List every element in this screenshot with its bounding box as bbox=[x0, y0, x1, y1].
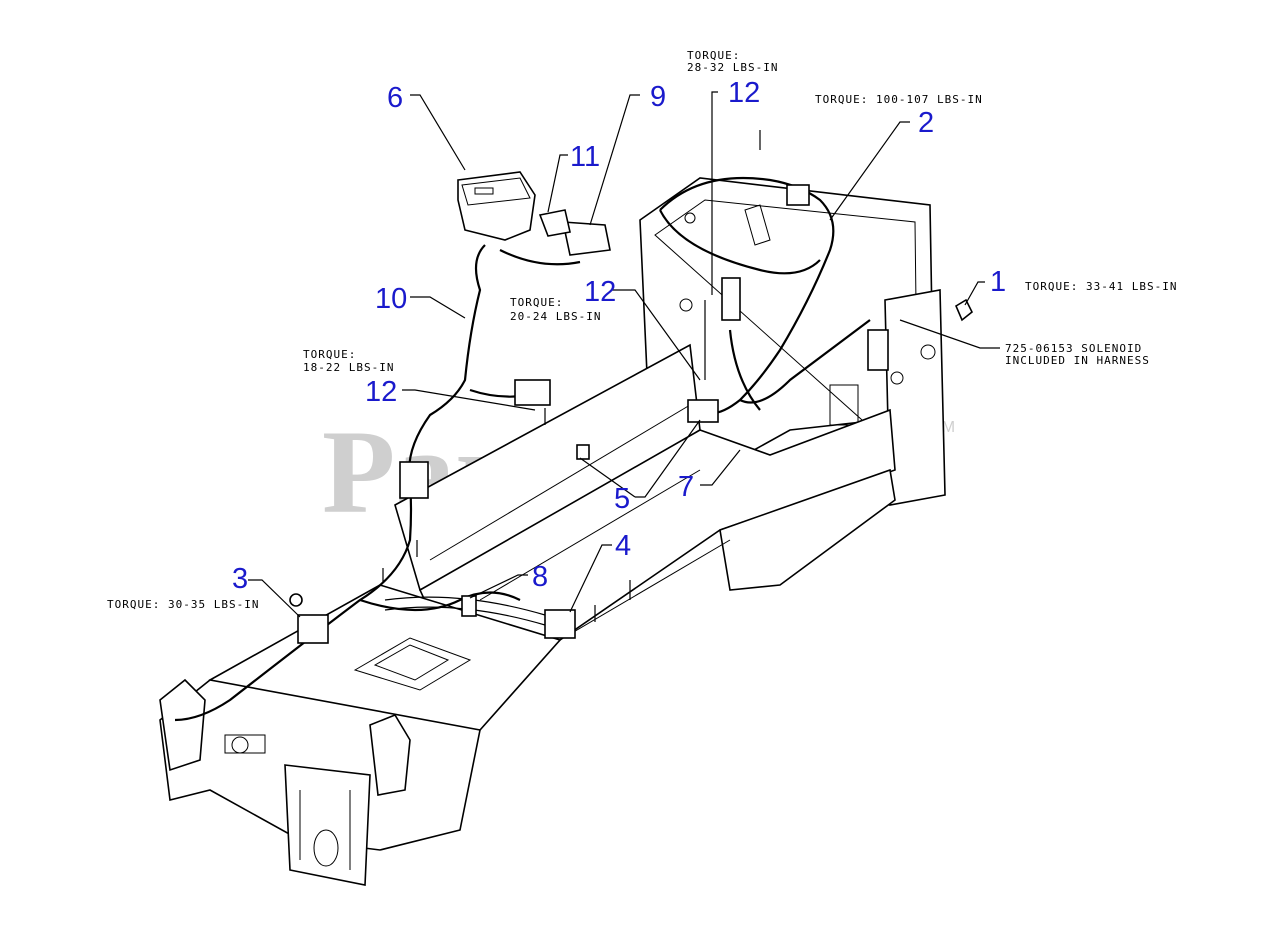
relay bbox=[561, 221, 611, 256]
fuse-holder bbox=[721, 277, 741, 321]
components bbox=[289, 130, 974, 644]
callout-11: 11 bbox=[570, 141, 600, 173]
note-torque-18-22-l2: 18-22 LBS-IN bbox=[303, 361, 394, 374]
note-torque-18-22-l1: TORQUE: bbox=[303, 348, 356, 361]
callout-4: 4 bbox=[615, 530, 631, 562]
left-bracket bbox=[159, 678, 206, 772]
connector-5b bbox=[576, 444, 590, 460]
wire-harness bbox=[174, 176, 871, 722]
clip-8 bbox=[461, 595, 477, 617]
ignition-switch bbox=[457, 171, 536, 241]
right-bracket bbox=[369, 714, 411, 796]
switch-4 bbox=[544, 609, 576, 639]
hitch-plate bbox=[284, 764, 371, 886]
callout-9: 9 bbox=[650, 81, 666, 113]
note-torque-20-24-l2: 20-24 LBS-IN bbox=[510, 310, 601, 323]
note-solenoid-l2: INCLUDED IN HARNESS bbox=[1005, 354, 1150, 367]
callout-3: 3 bbox=[232, 563, 248, 595]
leader-lines bbox=[248, 91, 1000, 618]
relay-bracket bbox=[538, 209, 571, 237]
connector-2 bbox=[786, 184, 810, 206]
callout-6: 6 bbox=[387, 82, 403, 114]
callout-8: 8 bbox=[532, 561, 548, 593]
callout-12-top: 12 bbox=[728, 77, 760, 109]
note-torque-20-24-l1: TORQUE: bbox=[510, 296, 563, 309]
note-torque-30-35: TORQUE: 30-35 LBS-IN bbox=[107, 598, 259, 611]
callout-7: 7 bbox=[678, 471, 694, 503]
frame-drawing bbox=[159, 177, 946, 886]
connector-5 bbox=[514, 379, 551, 406]
note-solenoid-l1: 725-06153 SOLENOID bbox=[1005, 342, 1142, 355]
inline-connector bbox=[399, 461, 429, 499]
callout-5: 5 bbox=[614, 483, 630, 515]
note-torque-28-32-l2: 28-32 LBS-IN bbox=[687, 61, 778, 74]
note-torque-100-107: TORQUE: 100-107 LBS-IN bbox=[815, 93, 983, 106]
callout-12-left: 12 bbox=[365, 376, 397, 408]
switch-3 bbox=[297, 614, 329, 644]
solenoid bbox=[867, 329, 889, 371]
rear-plate bbox=[884, 289, 946, 506]
callout-2: 2 bbox=[918, 107, 934, 139]
note-torque-33-41: TORQUE: 33-41 LBS-IN bbox=[1025, 280, 1177, 293]
note-torque-28-32-l1: TORQUE: bbox=[687, 49, 740, 62]
switch-7 bbox=[687, 399, 719, 423]
callout-1: 1 bbox=[990, 266, 1006, 298]
callout-10: 10 bbox=[375, 283, 407, 315]
nut-1 bbox=[954, 298, 974, 322]
callout-12-mid: 12 bbox=[584, 276, 616, 308]
